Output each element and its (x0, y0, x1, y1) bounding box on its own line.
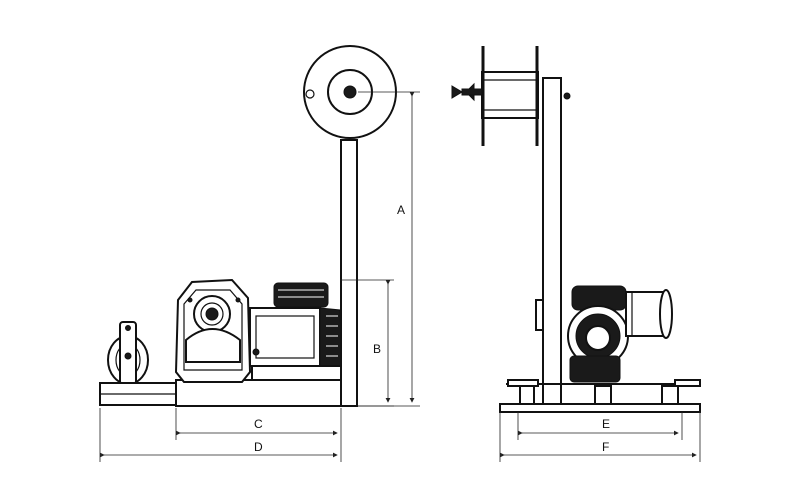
dimension-a: A (358, 91, 420, 407)
dimension-f-label: F (602, 440, 609, 454)
front-gearbox (174, 278, 252, 383)
front-engine (249, 282, 343, 381)
dimension-d: D (99, 408, 342, 462)
side-capstan-drum (625, 289, 673, 339)
side-skid-base (499, 379, 701, 413)
dimension-c: C (175, 408, 342, 440)
side-engine-gearbox (567, 285, 629, 383)
dimension-f: F (499, 412, 701, 462)
dimensions: A B C D E (99, 91, 701, 462)
side-reel-post (542, 77, 562, 409)
dimension-b: B (340, 279, 394, 407)
side-view (451, 46, 701, 413)
dimension-a-label: A (397, 203, 405, 217)
side-post-bracket (535, 299, 544, 331)
dimension-b-label: B (373, 342, 381, 356)
front-guide-sheave (107, 321, 149, 385)
side-cable-reel (451, 46, 571, 146)
dimension-e: E (517, 412, 683, 440)
front-skid-base (99, 379, 343, 407)
dimension-c-label: C (254, 417, 263, 431)
dimension-d-label: D (254, 440, 263, 454)
dimension-e-label: E (602, 417, 610, 431)
front-reel-post (340, 139, 358, 407)
front-view (99, 45, 397, 407)
